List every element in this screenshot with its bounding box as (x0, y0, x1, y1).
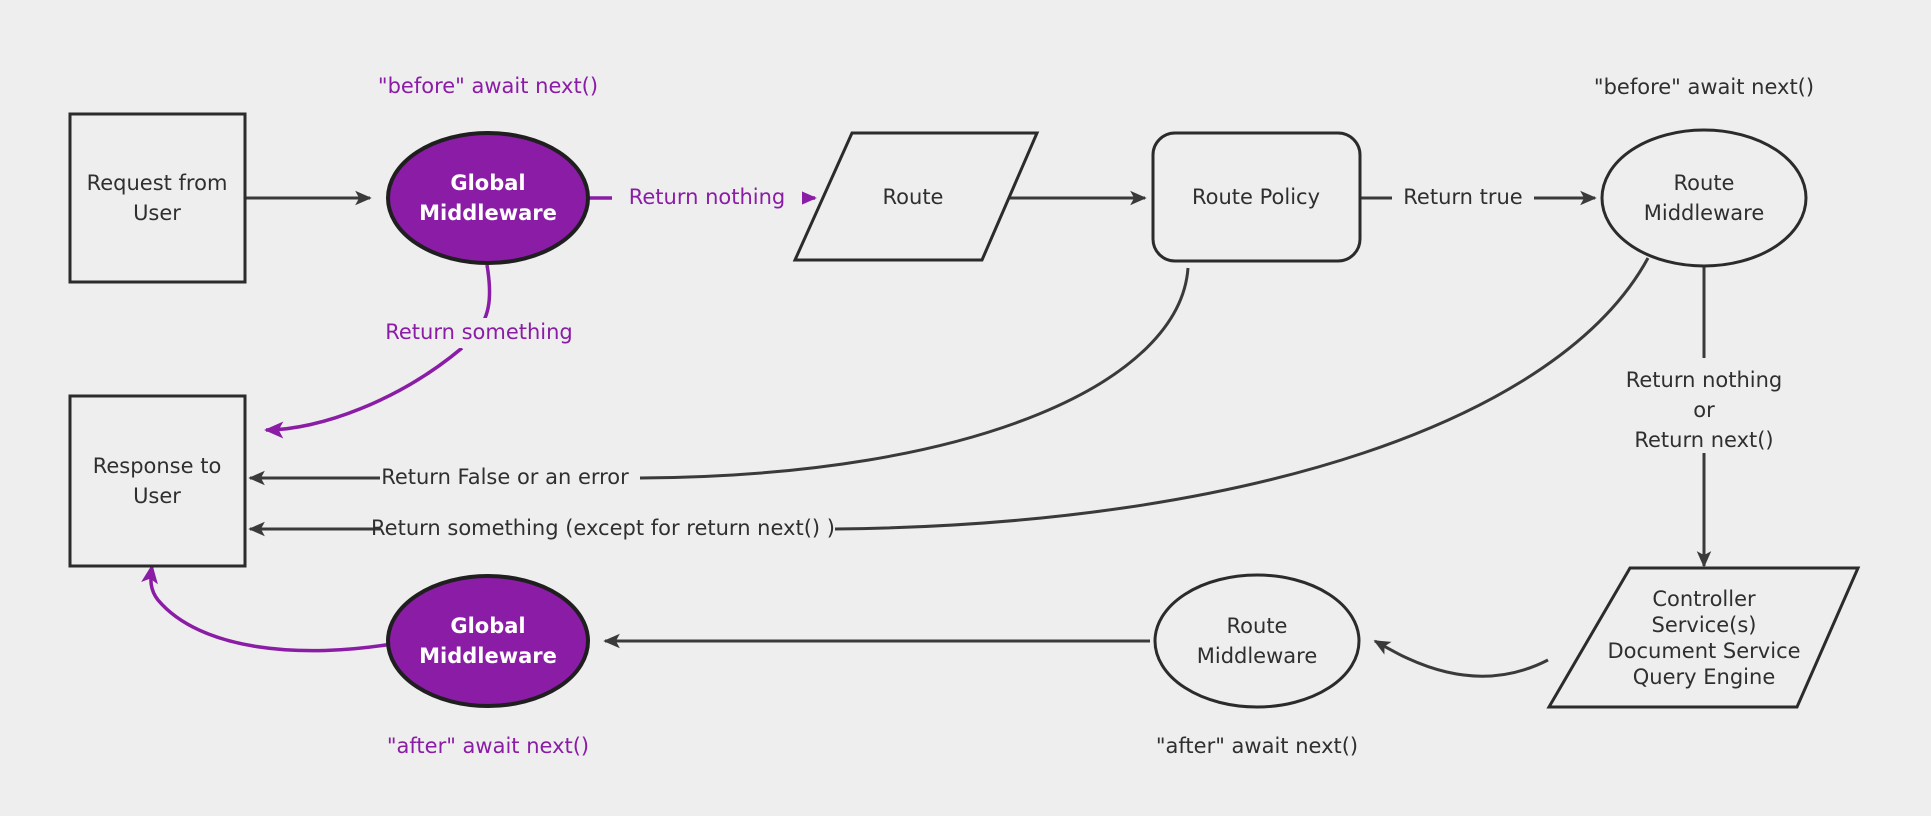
svg-text:Return False or an error: Return False or an error (381, 465, 629, 489)
svg-text:Return true: Return true (1403, 185, 1522, 209)
node-route-middleware-bottom[interactable]: Route Middleware (1153, 573, 1361, 709)
node-request-from-user-line-2: User (133, 201, 181, 225)
annotation-before-await-next-route: "before" await next() (1594, 75, 1814, 99)
node-route-label: Route (883, 185, 944, 209)
node-route[interactable]: Route (792, 131, 1040, 262)
svg-text:"before" await next(): "before" await next() (1594, 75, 1814, 99)
node-response-to-user-line-2: User (133, 484, 181, 508)
svg-text:Return something: Return something (385, 320, 573, 344)
annotation-after-await-next-route: "after" await next() (1156, 734, 1358, 758)
node-controller-line-4: Query Engine (1633, 665, 1775, 689)
node-global-middleware-bottom-line-1: Global (450, 614, 525, 638)
edge-label-return-something: Return something (380, 318, 578, 348)
svg-text:"before" await next(): "before" await next() (378, 74, 598, 98)
edge-label-return-something-except: Return something (except for return next… (371, 514, 835, 544)
node-route-middleware-top[interactable]: Route Middleware (1600, 128, 1808, 268)
node-global-middleware-top-line-2: Middleware (419, 201, 557, 225)
node-response-to-user[interactable]: Response to User (68, 394, 247, 568)
svg-text:Return nothing: Return nothing (629, 185, 786, 209)
node-controller-services[interactable]: Controller Service(s) Document Service Q… (1546, 566, 1861, 709)
node-controller-line-3: Document Service (1607, 639, 1800, 663)
svg-text:Return something (except for r: Return something (except for return next… (371, 516, 835, 540)
node-controller-line-2: Service(s) (1652, 613, 1757, 637)
node-request-from-user-line-1: Request from (87, 171, 228, 195)
annotation-before-await-next-global: "before" await next() (378, 74, 598, 98)
edge-global-middleware-bottom-to-response (141, 564, 399, 653)
node-route-middleware-top-line-2: Middleware (1644, 201, 1765, 225)
svg-text:"after" await next(): "after" await next() (1156, 734, 1358, 758)
edge-controller-to-route-middleware-bottom (1373, 639, 1549, 678)
node-controller-line-1: Controller (1652, 587, 1756, 611)
node-route-middleware-bottom-line-2: Middleware (1197, 644, 1318, 668)
edge-label-return-nothing: Return nothing (612, 183, 802, 213)
edge-route-policy-to-response-false (248, 267, 1190, 486)
node-route-middleware-bottom-line-1: Route (1227, 614, 1288, 638)
svg-text:Return next(): Return next() (1634, 428, 1773, 452)
edge-label-return-false-or-error: Return False or an error (380, 463, 630, 493)
edge-label-return-true: Return true (1392, 183, 1534, 213)
node-route-policy-label: Route Policy (1192, 185, 1320, 209)
svg-text:Return nothing: Return nothing (1626, 368, 1783, 392)
node-global-middleware-bottom[interactable]: Global Middleware (386, 574, 590, 708)
node-response-to-user-line-1: Response to (93, 454, 222, 478)
node-request-from-user[interactable]: Request from User (68, 112, 247, 284)
node-global-middleware-top[interactable]: Global Middleware (386, 131, 590, 265)
svg-text:or: or (1693, 398, 1715, 422)
node-global-middleware-top-line-1: Global (450, 171, 525, 195)
node-global-middleware-bottom-line-2: Middleware (419, 644, 557, 668)
node-route-policy[interactable]: Route Policy (1151, 131, 1362, 263)
svg-text:"after" await next(): "after" await next() (387, 734, 589, 758)
node-route-middleware-top-line-1: Route (1674, 171, 1735, 195)
edge-label-route-middleware-outcome: Return nothing or Return next() (1620, 363, 1790, 453)
annotation-after-await-next-global: "after" await next() (387, 734, 589, 758)
